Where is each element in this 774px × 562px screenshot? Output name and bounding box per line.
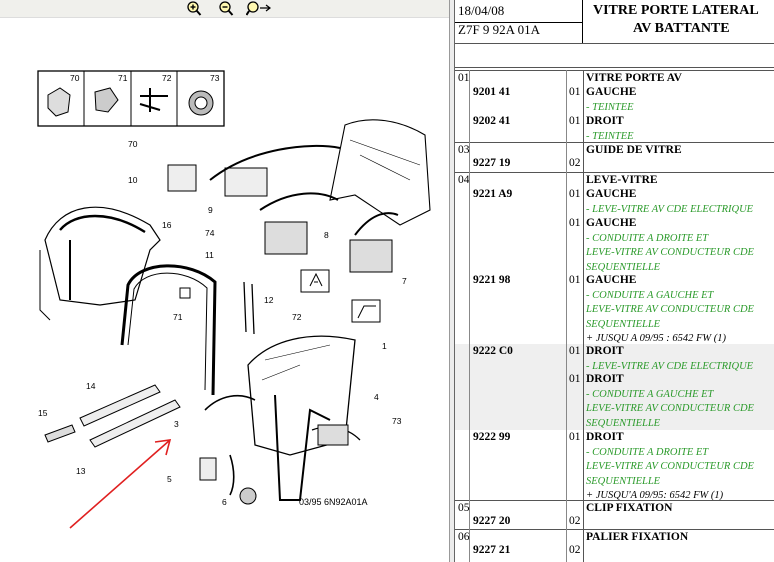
row-highlight <box>455 372 774 430</box>
description-variant: - CONDUITE A GAUCHE ET <box>586 388 714 400</box>
svg-text:03/95 6N92A01A: 03/95 6N92A01A <box>299 497 368 507</box>
part-reference[interactable]: 9221 98 <box>473 274 511 286</box>
svg-text:5: 5 <box>167 474 172 484</box>
description-variant: SEQUENTIELLE <box>586 417 661 429</box>
part-reference[interactable]: 9221 A9 <box>473 188 513 200</box>
svg-text:12: 12 <box>264 295 274 305</box>
svg-text:71: 71 <box>118 73 128 83</box>
zoom-toolbar <box>0 0 449 18</box>
description-title: DROIT <box>586 431 624 443</box>
part-reference[interactable]: 9222 C0 <box>473 345 513 357</box>
svg-text:6: 6 <box>222 497 227 507</box>
part-reference[interactable]: 9202 41 <box>473 115 511 127</box>
svg-text:73: 73 <box>392 416 402 426</box>
quantity: 01 <box>569 274 581 286</box>
svg-text:15: 15 <box>38 408 48 418</box>
svg-text:73: 73 <box>210 73 220 83</box>
description-variant: SEQUENTIELLE <box>586 475 661 487</box>
description-variant: - TEINTEE <box>586 101 634 113</box>
description-variant: - CONDUITE A DROITE ET <box>586 232 709 244</box>
zoom-out-icon[interactable] <box>218 1 234 16</box>
description-variant: LEVE-VITRE AV CONDUCTEUR CDE <box>586 461 754 472</box>
part-reference[interactable]: 9201 41 <box>473 86 511 98</box>
description-title: VITRE PORTE AV <box>586 72 682 84</box>
quantity: 01 <box>569 217 581 229</box>
svg-text:4: 4 <box>374 392 379 402</box>
svg-text:8: 8 <box>324 230 329 240</box>
description-variant: LEVE-VITRE AV CONDUCTEUR CDE <box>586 304 754 315</box>
description-note: + JUSQU'A 09/95: 6542 FW (1) <box>586 490 724 501</box>
position-number: 06 <box>458 531 470 543</box>
part-reference[interactable]: 9222 99 <box>473 431 511 443</box>
quantity: 02 <box>569 157 581 169</box>
description-variant: - TEINTEE <box>586 130 634 142</box>
exploded-view-drawing: 70 71 72 73 70 10 9 74 8 7 16 11 71 12 72 1 4 73 14 1… <box>37 70 431 529</box>
description-variant: LEVE-VITRE AV CONDUCTEUR CDE <box>586 403 754 414</box>
description-title: GAUCHE <box>586 86 637 98</box>
part-reference[interactable]: 9227 20 <box>473 515 511 527</box>
header-title-line1: VITRE PORTE LATERAL <box>593 3 759 18</box>
quantity: 01 <box>569 345 581 357</box>
svg-text:13: 13 <box>76 466 86 476</box>
header-title-line2: AV BATTANTE <box>633 21 730 36</box>
position-number: 01 <box>458 72 470 84</box>
description-title: CLIP FIXATION <box>586 502 673 514</box>
description-variant: - LEVE-VITRE AV CDE ELECTRIQUE <box>586 360 754 372</box>
quantity: 01 <box>569 188 581 200</box>
description-variant: - CONDUITE A DROITE ET <box>586 446 709 458</box>
description-title: GAUCHE <box>586 274 637 286</box>
header-date: 18/04/08 <box>458 3 505 18</box>
svg-text:72: 72 <box>292 312 302 322</box>
row-highlight <box>455 344 774 372</box>
quantity: 01 <box>569 373 581 385</box>
red-pointer-arrow <box>69 439 172 529</box>
description-title: PALIER FIXATION <box>586 531 689 543</box>
description-variant: SEQUENTIELLE <box>586 261 661 273</box>
position-number: 03 <box>458 144 470 156</box>
quantity: 01 <box>569 115 581 127</box>
zoom-in-icon[interactable] <box>186 1 202 16</box>
description-title: GAUCHE <box>586 217 637 229</box>
description-variant: SEQUENTIELLE <box>586 318 661 330</box>
quantity: 02 <box>569 544 581 556</box>
svg-text:10: 10 <box>128 175 138 185</box>
parts-table-pane: 18/04/08 Z7F 9 92A 01A VITRE PORTE LATER… <box>455 0 774 562</box>
pane-splitter[interactable] <box>449 0 455 562</box>
svg-text:70: 70 <box>128 139 138 149</box>
svg-text:70: 70 <box>70 73 80 83</box>
svg-text:9: 9 <box>208 205 213 215</box>
description-title: DROIT <box>586 115 624 127</box>
svg-text:14: 14 <box>86 381 96 391</box>
svg-text:16: 16 <box>162 220 172 230</box>
svg-text:72: 72 <box>162 73 172 83</box>
part-reference[interactable]: 9227 19 <box>473 157 511 169</box>
description-title: DROIT <box>586 373 624 385</box>
part-reference[interactable]: 9227 21 <box>473 544 511 556</box>
svg-text:3: 3 <box>174 419 179 429</box>
description-variant: LEVE-VITRE AV CONDUCTEUR CDE <box>586 247 754 258</box>
position-number: 05 <box>458 502 470 514</box>
description-title: LEVE-VITRE <box>586 174 658 186</box>
description-title: DROIT <box>586 345 624 357</box>
svg-text:11: 11 <box>205 250 214 260</box>
svg-text:74: 74 <box>205 228 215 238</box>
description-title: GAUCHE <box>586 188 637 200</box>
quantity: 01 <box>569 431 581 443</box>
svg-text:7: 7 <box>402 276 407 286</box>
description-variant: - LEVE-VITRE AV CDE ELECTRIQUE <box>586 203 754 215</box>
header-code: Z7F 9 92A 01A <box>458 22 540 37</box>
svg-text:71: 71 <box>173 312 183 322</box>
fastener-box <box>37 70 225 127</box>
description-variant: - CONDUITE A GAUCHE ET <box>586 289 714 301</box>
description-note: + JUSQU A 09/95 : 6542 FW (1) <box>586 333 726 344</box>
description-title: GUIDE DE VITRE <box>586 144 682 156</box>
quantity: 02 <box>569 515 581 527</box>
exploded-diagram-pane: 70 71 72 73 70 10 9 74 8 7 16 11 71 12 72 1 4 73 14 1… <box>0 0 449 529</box>
zoom-fit-icon[interactable] <box>246 1 272 16</box>
svg-text:1: 1 <box>382 341 387 351</box>
quantity: 01 <box>569 86 581 98</box>
position-number: 04 <box>458 174 470 186</box>
